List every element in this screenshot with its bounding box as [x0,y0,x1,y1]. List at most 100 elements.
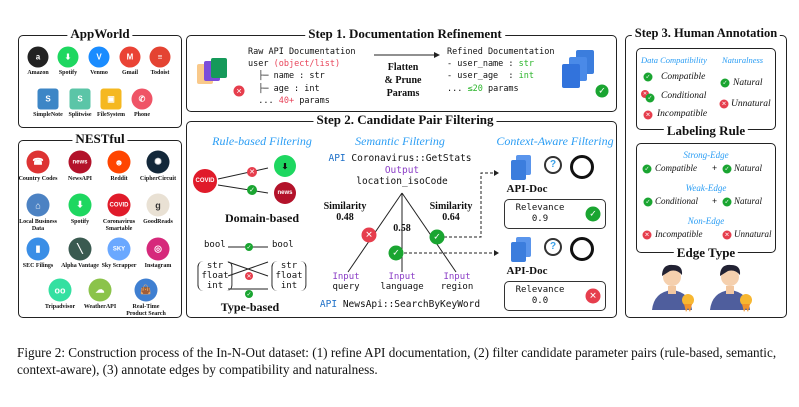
natural-natural: Natural [733,78,763,88]
covid-app-icon: COVID [193,169,217,193]
raw-more-suffix: params [294,95,330,106]
raw-documentation: Raw API Documentation user (object/list)… [248,46,355,107]
app-label: Venmo [90,70,108,76]
app-label: Reddit [110,176,128,182]
raw-type: (object/list) [273,59,341,70]
app-label: Country Codes [18,176,58,182]
raw-document-icon: ✕ [197,58,245,100]
app-icon: ≡ [149,46,171,68]
edge-natural: Unnatural [734,229,772,239]
edge-compat: Compatible [655,163,697,173]
app-label: Alpha Vantage [61,263,99,269]
spotify-app-icon: ⬇ [274,155,296,177]
magnifier-icon: ? [544,238,562,256]
app-icon: ◎ [146,237,170,261]
type: int [280,281,298,291]
api-doc-icon [511,155,533,181]
similarity-score: 0.64 [442,212,460,223]
relevance-score: 0.0 [531,296,549,306]
raw-heading: Raw API Documentation [248,47,356,57]
app-icon: 👜 [134,278,158,302]
refined-more-suffix: params [482,83,519,94]
app-label: Amazon [27,70,49,76]
type: int [206,281,224,291]
type-pass-icon: ✓ [245,243,253,251]
fail-icon: ✕ [585,288,601,304]
app-label: Spotify [58,70,78,76]
app-label: Gmail [122,70,138,76]
app-label: Phone [133,112,150,118]
app-icon: news [68,150,92,174]
domain-pass-icon: ✓ [247,185,257,195]
pass-icon: ✓ [720,78,730,88]
input-keyword: Input [443,272,471,282]
refined-documentation: Refined Documentation - user_name : str … [447,46,554,95]
input-param: region [440,282,474,292]
type: str [280,261,298,271]
refined-heading: Refined Documentation [447,47,555,57]
natural-header: Naturalness [722,55,764,65]
edge-natural: Natural [734,196,763,206]
output-param: location_isoCode [356,176,448,187]
target-api-name: NewsApi::SearchByKeyWord [342,299,481,310]
refined-more: ... [447,83,468,94]
fail-icon: ✕ [719,99,729,109]
raw-more: ... [248,95,279,106]
app-label: Local Business Data [19,219,57,232]
semantic-pass-icon: ✓ [388,245,404,261]
domain-based-label: Domain-based [224,211,300,225]
app-icon: M [119,46,141,68]
type-based-label: Type-based [220,300,280,314]
app-label: Tripadvisor [44,304,76,310]
appworld-title: AppWorld [67,26,133,42]
rule-filter-title: Rule-based Filtering [212,134,312,148]
raw-object: user [248,59,269,70]
app-label: Spotify [70,219,90,225]
app-label: Todoist [150,70,170,76]
app-icon: ☻ [107,150,131,174]
nestful-title: NESTful [72,131,128,147]
pass-icon: ✓ [642,164,652,174]
app-label: NewsAPI [68,176,92,182]
app-label: Real-Time Product Search [126,304,166,317]
app-icon: ▮ [26,237,50,261]
app-label: Coronavirus Smartable [102,219,136,232]
input-keyword: Input [332,272,360,282]
domain-fail-icon: ✕ [247,167,257,177]
app-icon: ✆ [131,88,153,110]
target-api: API NewsApi::SearchByKeyWord [320,299,480,310]
api-doc-label: API-Doc [506,183,548,195]
figure-caption: Figure 2: Construction process of the In… [17,345,777,377]
app-icon: ⬇ [68,193,92,217]
refined-type: str [518,59,535,70]
raw-param: ├─ age : int [248,83,320,94]
app-label: GoodReads [143,219,173,225]
edge-compat: Incompatible [655,229,703,239]
app-label: Sky Scrapper [101,263,137,269]
refined-document-icon: ✓ [562,50,610,100]
app-icon: S [37,88,59,110]
refine-arrow [374,52,440,58]
type-fail-icon: ✕ [245,272,253,280]
refined-param: - user_name : [447,59,519,70]
similarity-language: 0.58 [393,223,411,234]
type: float [275,271,303,281]
fail-icon: ✕ [643,110,653,120]
compat-header: Data Compatibility [641,55,707,65]
labeling-rule-title: Labeling Rule [663,123,749,139]
compat-compatible: Compatible [661,72,706,82]
app-icon: ☁ [88,278,112,302]
app-icon: ⬇ [57,46,79,68]
plus-sign: + [712,196,718,206]
bool-source: bool [204,240,226,250]
semantic-pass-icon: ✓ [429,229,445,245]
app-label: FileSystem [97,112,125,118]
api-doc-label: API-Doc [506,265,548,277]
op-line: & Prune [384,75,422,86]
